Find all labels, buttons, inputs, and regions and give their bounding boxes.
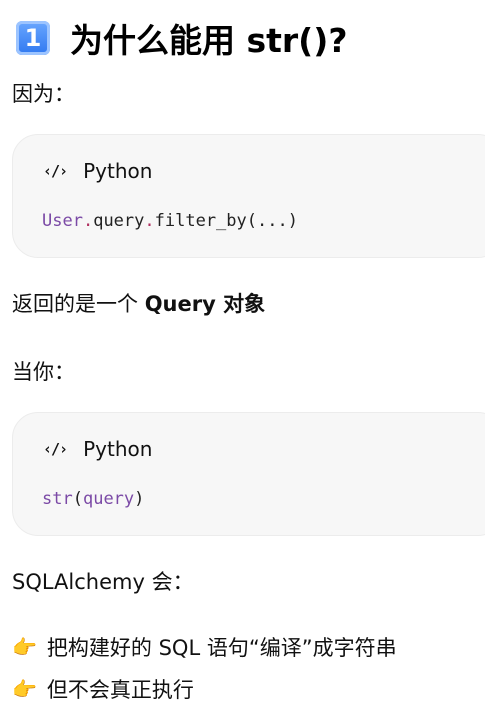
code-token: . (144, 211, 155, 231)
returns-text: 返回的是一个 (12, 292, 145, 316)
code-icon: ‹/› (43, 440, 68, 458)
list-item: 👉 把构建好的 SQL 语句“编译”成字符串 (12, 632, 397, 662)
paragraph-because: 因为： (12, 82, 75, 106)
list-item-text: 但不会真正执行 (46, 678, 194, 702)
keycap-one-icon: 1 (16, 21, 50, 55)
code-token: filter_by(...) (154, 211, 298, 231)
code-icon: ‹/› (43, 162, 68, 180)
list-item: 👉 但不会真正执行 (12, 674, 194, 704)
page-title: 1 为什么能用 str()? (16, 14, 348, 62)
code-token: query (93, 211, 145, 231)
code-block-1: ‹/› Python User.query.filter_by(...) (12, 134, 485, 258)
code-header: ‹/› Python (43, 437, 152, 461)
code-token: ) (134, 489, 145, 509)
code-line: User.query.filter_by(...) (42, 211, 298, 231)
code-language-label: Python (83, 437, 153, 461)
list-item-text: 把构建好的 SQL 语句“编译”成字符串 (46, 636, 397, 660)
paragraph-sqlalchemy: SQLAlchemy 会： (12, 570, 194, 594)
page-title-text: 为什么能用 str()? (70, 21, 348, 60)
code-block-2: ‹/› Python str(query) (12, 412, 485, 536)
code-token: . (82, 211, 94, 231)
code-token: User (42, 211, 83, 231)
code-token: ( (72, 489, 83, 509)
paragraph-returns: 返回的是一个 Query 对象 (12, 288, 265, 318)
query-object-text: Query 对象 (144, 292, 266, 316)
code-line: str(query) (42, 489, 144, 509)
code-token: query (82, 489, 135, 509)
code-header: ‹/› Python (43, 159, 152, 183)
code-language-label: Python (83, 159, 153, 183)
paragraph-when-you: 当你： (12, 360, 75, 384)
pointing-hand-icon: 👉 (12, 677, 37, 701)
code-token: str (42, 489, 73, 509)
pointing-hand-icon: 👉 (12, 635, 37, 659)
